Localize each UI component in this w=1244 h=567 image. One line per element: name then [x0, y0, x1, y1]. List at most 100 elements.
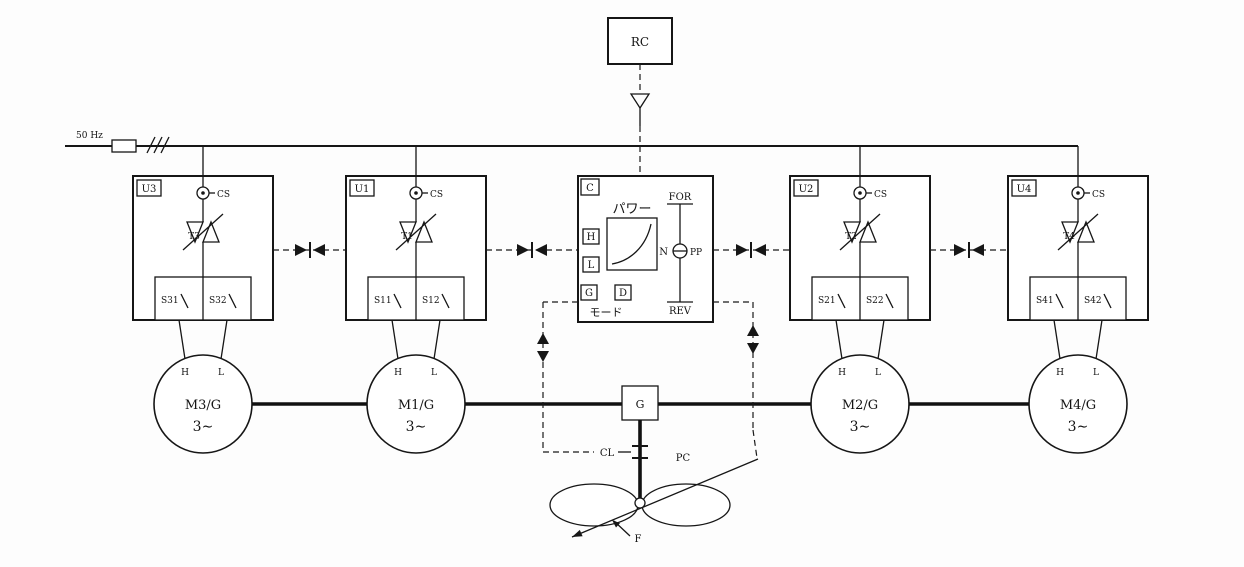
pitch-line-arrowhead-icon — [572, 529, 583, 537]
unit-u2: U2 CS T2 S21 S22 H L M2/G 3∼ — [789, 175, 931, 454]
mode-button-l-label: L — [588, 260, 595, 271]
motor-feed-h — [178, 319, 186, 360]
switch2-blade — [885, 293, 894, 309]
rc-label: RC — [631, 35, 649, 49]
gearbox — [621, 385, 659, 421]
signal-arrow-up-icon — [537, 333, 549, 344]
thyristor-gate-line — [1057, 213, 1099, 251]
thyristor-triangle-up — [202, 220, 220, 243]
link-arrow-right-icon — [736, 244, 748, 256]
switch2-label: S42 — [1084, 296, 1102, 306]
thyristor-gate-line — [182, 213, 224, 251]
switch2-label: S12 — [422, 296, 440, 306]
controller-tag-box — [580, 178, 600, 196]
frequency-label: 50 Hz — [76, 131, 103, 141]
thyristor-triangle-up — [859, 220, 877, 243]
fan-arrowhead-icon — [612, 520, 620, 528]
phase-slash — [160, 136, 170, 154]
phase-slash — [153, 136, 163, 154]
switch1-label: S21 — [818, 296, 836, 306]
unit-u3: U3 CS T3 S31 S32 H L M3/G 3∼ — [132, 175, 274, 454]
current-sensor-dot — [201, 191, 205, 195]
current-sensor-dot — [858, 191, 862, 195]
mode-button-l — [582, 256, 600, 273]
terminal-h-label: H — [181, 368, 189, 378]
link-arrow-left-icon — [972, 244, 984, 256]
sensor-label: CS — [430, 190, 443, 200]
terminal-h-label: H — [838, 368, 846, 378]
unit-tag: U4 — [1017, 184, 1032, 195]
switch2-blade — [1103, 293, 1112, 309]
unit-tag-box — [136, 179, 162, 197]
thyristor-triangle-up — [415, 220, 433, 243]
thyristor-triangle-down — [1061, 221, 1079, 244]
terminal-l-label: L — [875, 368, 881, 378]
sensor-label: CS — [874, 190, 887, 200]
terminal-l-label: L — [1093, 368, 1099, 378]
pitch-signal-to-pitch-line — [752, 429, 758, 459]
thyristor-gate-line — [395, 213, 437, 251]
switch1-label: S41 — [1036, 296, 1054, 306]
power-curve — [611, 223, 652, 265]
sensor-label: CS — [1092, 190, 1105, 200]
link-arrow-left-icon — [754, 244, 766, 256]
motor-feed-l — [220, 319, 228, 360]
power-label: パワー — [612, 202, 651, 217]
thyristor-triangle-up — [1077, 220, 1095, 243]
terminal-h-label: H — [1056, 368, 1064, 378]
switch1-blade — [180, 293, 189, 309]
link-arrow-left-icon — [313, 244, 325, 256]
mode-button-h — [582, 228, 600, 245]
propeller-blade-right — [641, 483, 731, 527]
motor-label: M3/G — [185, 398, 221, 413]
forward-label: FOR — [669, 192, 692, 203]
terminal-l-label: L — [431, 368, 437, 378]
unit-u1: U1 CS T1 S11 S12 H L M1/G 3∼ — [345, 175, 487, 454]
switch1-blade — [837, 293, 846, 309]
unit-tag: U3 — [142, 184, 157, 195]
fan-label: F — [635, 534, 642, 545]
signal-arrow-down-icon — [747, 343, 759, 354]
motor-feed-l — [1095, 319, 1103, 360]
pitch-line — [571, 458, 759, 538]
motor-label: M1/G — [398, 398, 434, 413]
thyristor-label: T3 — [188, 232, 200, 242]
link-arrow-right-icon — [954, 244, 966, 256]
motor-label: M2/G — [842, 398, 878, 413]
switch1-label: S31 — [161, 296, 179, 306]
thyristor-triangle-down — [399, 221, 417, 244]
mode-button-g-label: G — [585, 288, 593, 299]
link-arrow-right-icon — [517, 244, 529, 256]
motor-label: M4/G — [1060, 398, 1096, 413]
switch2-blade — [228, 293, 237, 309]
remote-control-unit: RC — [607, 17, 673, 176]
unit-u4: U4 CS T4 S41 S42 H L M4/G 3∼ — [1007, 175, 1149, 454]
motor-phase-label: 3∼ — [193, 419, 214, 435]
unit-tag: U2 — [799, 184, 814, 195]
motor-phase-label: 3∼ — [850, 419, 871, 435]
comm-links — [273, 242, 1008, 258]
power-meter — [606, 217, 658, 271]
sensor-label: CS — [217, 190, 230, 200]
power-bus: 50 Hz — [65, 131, 1079, 176]
unit-tag-box — [793, 179, 819, 197]
reverse-label: REV — [669, 306, 692, 317]
motor-phase-label: 3∼ — [1068, 419, 1089, 435]
clutch-label: CL — [600, 448, 615, 459]
fuse-box — [111, 139, 137, 153]
current-sensor-dot — [1076, 191, 1080, 195]
unit-tag: U1 — [355, 184, 370, 195]
switch2-blade — [441, 293, 450, 309]
controller-tag: C — [586, 183, 594, 194]
propeller-blade-left — [549, 483, 639, 527]
thyristor-triangle-down — [186, 221, 204, 244]
control-signals — [537, 301, 759, 459]
pitch-control-label: PC — [676, 453, 691, 464]
switch1-label: S11 — [374, 296, 392, 306]
motor-feed-h — [391, 319, 399, 360]
thyristor-gate-line — [839, 213, 881, 251]
thyristor-triangle-down — [843, 221, 861, 244]
rc-box — [607, 17, 673, 65]
